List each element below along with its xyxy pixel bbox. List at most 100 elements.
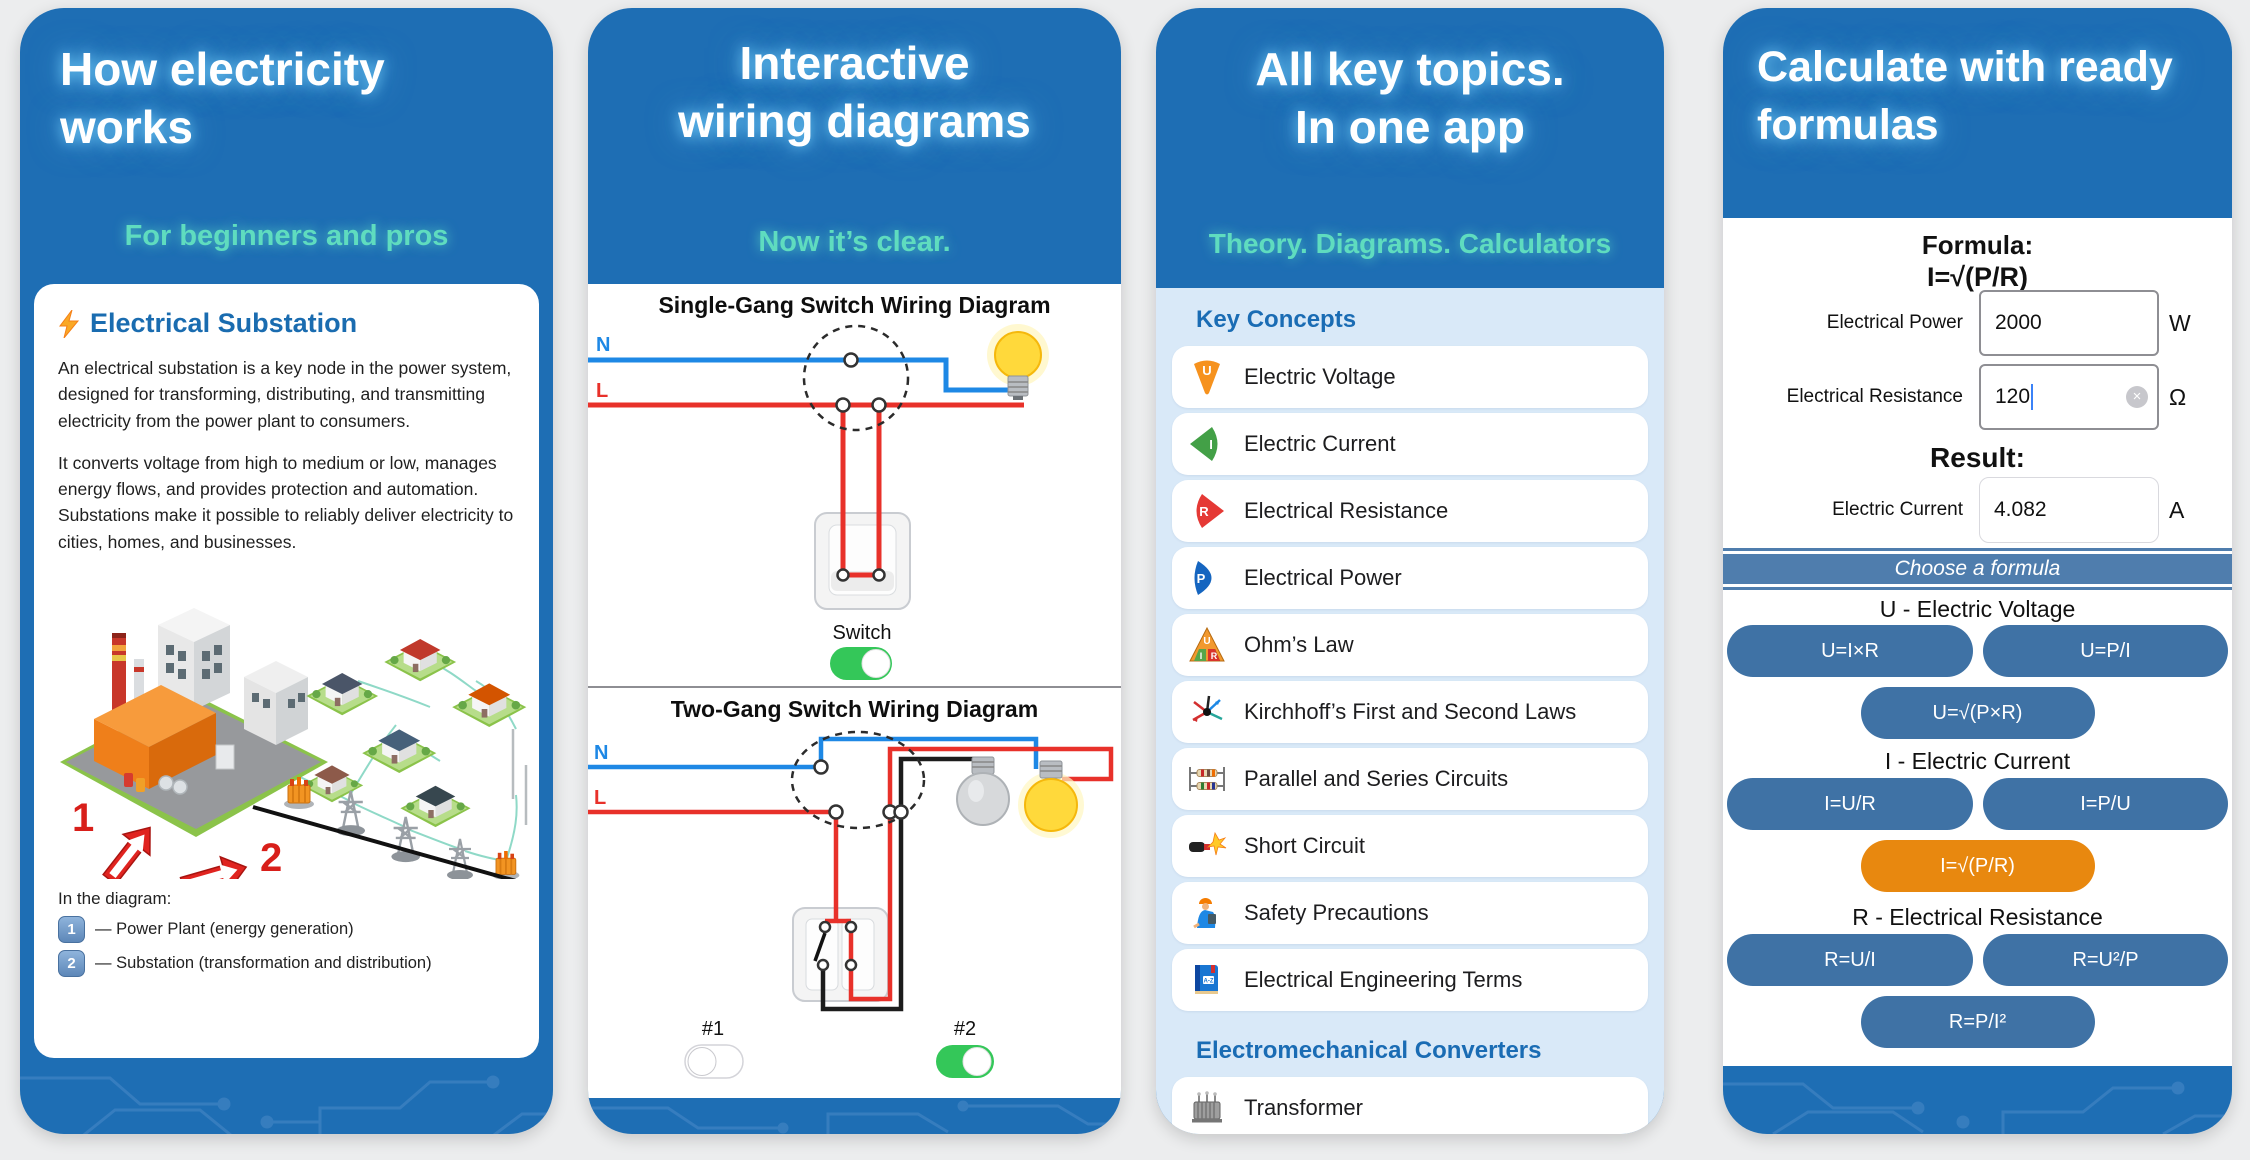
power-input[interactable]: 2000 bbox=[1979, 290, 2159, 356]
clear-input-button[interactable]: × bbox=[2126, 386, 2148, 408]
junction-box-circle bbox=[802, 324, 910, 432]
diagram-divider bbox=[588, 686, 1121, 688]
list-item-label: Electrical Engineering Terms bbox=[1244, 967, 1523, 992]
list-item-terms[interactable]: A-Z Electrical Engineering Terms bbox=[1172, 949, 1648, 1011]
panel2-subtitle: Now it’s clear. bbox=[758, 226, 951, 258]
list-item-electrical-resistance[interactable]: R Electrical Resistance bbox=[1172, 480, 1648, 542]
list-item-short-circuit[interactable]: Short Circuit bbox=[1172, 815, 1648, 877]
section-key-concepts: Key Concepts bbox=[1196, 306, 1357, 333]
open-contact bbox=[813, 932, 827, 962]
two-gang-title: Two-Gang Switch Wiring Diagram bbox=[670, 696, 1039, 722]
svg-text:P: P bbox=[1197, 571, 1206, 586]
formula-button-i-sqrt-pr-selected[interactable]: I=√(P/R) bbox=[1860, 840, 2095, 892]
voltage-u-icon: U bbox=[1186, 356, 1228, 398]
power-label: Electrical Power bbox=[1826, 312, 1963, 333]
line-label: L bbox=[596, 380, 608, 402]
list-item-safety[interactable]: Safety Precautions bbox=[1172, 882, 1648, 944]
safety-worker-icon bbox=[1186, 892, 1228, 934]
panel1-subtitle: For beginners and pros bbox=[124, 220, 449, 252]
switch1-toggle-off[interactable] bbox=[684, 1044, 744, 1079]
switched-wire-black bbox=[820, 756, 978, 1012]
current-i-icon: I bbox=[1186, 423, 1228, 465]
panel3-subtitle: Theory. Diagrams. Calculators bbox=[1208, 228, 1612, 259]
article-paragraph-2: It converts voltage from high to medium … bbox=[58, 452, 514, 552]
neutral-wire bbox=[588, 357, 1012, 393]
formula-value: I=√(P/R) bbox=[1926, 262, 2029, 292]
bulb-on-icon bbox=[987, 324, 1049, 400]
list-item-label: Transformer bbox=[1244, 1095, 1363, 1120]
list-item-label: Electric Voltage bbox=[1244, 364, 1396, 389]
junction-dots bbox=[835, 352, 887, 582]
lightning-icon bbox=[59, 309, 80, 338]
current-result-row: Electric Current 4.082 A bbox=[1723, 477, 2232, 543]
list-item-transformer[interactable]: Transformer bbox=[1172, 1077, 1648, 1134]
screenshot-panel-all-topics: All key topics.In one app Theory. Diagra… bbox=[1156, 8, 1664, 1134]
formula-button-i-pu[interactable]: I=P/U bbox=[1983, 778, 2228, 830]
formula-label: Formula: bbox=[1921, 230, 2034, 260]
calculator-area: Formula: I=√(P/R) Electrical Power 2000 … bbox=[1723, 218, 2232, 1066]
formula-button-u-sqrt-pr[interactable]: U=√(P×R) bbox=[1860, 687, 2095, 739]
result-label: Result: bbox=[1930, 442, 2025, 473]
formula-button-r-pi2[interactable]: R=P/I² bbox=[1860, 996, 2095, 1048]
wiring-diagrams-area: Single-Gang Switch Wiring Diagram N L bbox=[588, 284, 1121, 1098]
formula-button-u-ir[interactable]: U=I×R bbox=[1727, 625, 1973, 677]
list-item-parallel-series[interactable]: Parallel and Series Circuits bbox=[1172, 748, 1648, 810]
formula-button-r-ui[interactable]: R=U/I bbox=[1727, 934, 1973, 986]
resistance-input[interactable]: 120 × bbox=[1979, 364, 2159, 430]
list-item-label: Electrical Resistance bbox=[1244, 498, 1449, 523]
arrow-1-label: 1 bbox=[72, 796, 94, 840]
circuit-pattern-footer bbox=[1723, 1081, 2232, 1134]
terms-book-icon: A-Z bbox=[1186, 959, 1228, 1001]
substation-article-card: Electrical Substation An electrical subs… bbox=[34, 284, 539, 1058]
junction-box-oval bbox=[790, 730, 926, 830]
current-result-value: 4.082 bbox=[1979, 477, 2159, 543]
neutral-label: N bbox=[596, 334, 610, 356]
current-unit: A bbox=[2169, 496, 2185, 523]
list-item-label: Parallel and Series Circuits bbox=[1244, 766, 1509, 791]
list-item-label: Safety Precautions bbox=[1244, 900, 1429, 925]
topics-list-area: Key Concepts U Electric Voltage I Electr… bbox=[1156, 288, 1664, 1134]
junction-dots bbox=[813, 759, 909, 972]
two-gang-diagram: N L bbox=[588, 730, 1114, 1079]
circuit-pattern-footer bbox=[588, 1100, 1121, 1134]
formula-button-u-pi[interactable]: U=P/I bbox=[1983, 625, 2228, 677]
resistance-unit: Ω bbox=[2169, 383, 2187, 410]
resistance-r-icon: R bbox=[1186, 490, 1228, 532]
list-item-ohms-law[interactable]: U I R Ohm’s Law bbox=[1172, 614, 1648, 676]
switch-toggle-on[interactable] bbox=[830, 647, 892, 680]
power-unit: W bbox=[2169, 309, 2191, 336]
switch2-toggle-on[interactable] bbox=[936, 1045, 994, 1078]
switch-plate bbox=[814, 512, 911, 610]
bulb-off-icon bbox=[956, 756, 1010, 826]
line-label: L bbox=[594, 787, 606, 809]
legend-title: In the diagram: bbox=[58, 888, 172, 908]
list-item-label: Kirchhoff’s First and Second Laws bbox=[1244, 699, 1577, 724]
neutral-label: N bbox=[594, 742, 608, 764]
list-item-kirchhoff-laws[interactable]: Kirchhoff’s First and Second Laws bbox=[1172, 681, 1648, 743]
list-item-electric-current[interactable]: I Electric Current bbox=[1172, 413, 1648, 475]
list-item-electrical-power[interactable]: P Electrical Power bbox=[1172, 547, 1648, 609]
keycap-2-icon: 2 bbox=[58, 949, 85, 977]
switch-loop-wire bbox=[840, 405, 882, 578]
svg-text:A-Z: A-Z bbox=[1204, 979, 1214, 985]
formula-button-i-ur[interactable]: I=U/R bbox=[1727, 778, 1973, 830]
voltage-group-header: U - Electric Voltage bbox=[1879, 596, 2076, 622]
list-item-label: Electrical Power bbox=[1244, 565, 1402, 590]
choose-formula-bar: Choose a formula bbox=[1723, 548, 2232, 590]
circuit-pattern-footer bbox=[20, 1075, 553, 1134]
list-item-label: Electric Current bbox=[1244, 431, 1396, 456]
power-row: Electrical Power 2000 W bbox=[1723, 290, 2232, 356]
power-grid-illustration: 1 2 bbox=[60, 607, 528, 879]
list-item-electric-voltage[interactable]: U Electric Voltage bbox=[1172, 346, 1648, 408]
svg-text:R: R bbox=[1211, 651, 1218, 661]
ohm-triangle-icon: U I R bbox=[1186, 624, 1228, 666]
svg-text:U: U bbox=[1203, 636, 1210, 647]
bulb-on-icon bbox=[1018, 760, 1084, 838]
kirchhoff-node-icon bbox=[1186, 691, 1228, 733]
formula-button-r-u2p[interactable]: R=U²/P bbox=[1983, 934, 2228, 986]
